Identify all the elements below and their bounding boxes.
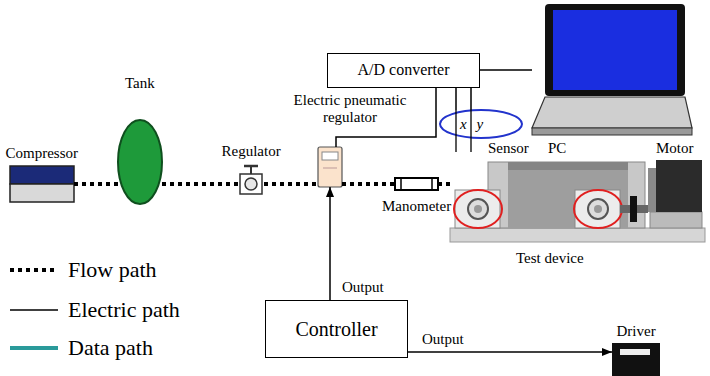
laptop-keyboard: [532, 97, 692, 128]
laptop-screen-frame: [545, 4, 685, 96]
flow-sample-line: [10, 268, 58, 272]
controller-box: Controller: [265, 300, 408, 358]
manometer-detail: [431, 178, 433, 190]
motor-stand: [650, 212, 702, 228]
device-lid: [508, 162, 628, 170]
highlight-ring: [454, 190, 502, 228]
shaft-end: [474, 205, 482, 213]
motor-flange: [648, 168, 656, 212]
device-label: Compressor: [6, 145, 79, 162]
ep-regulator-node: Electric pneumatic regulator: [318, 147, 342, 187]
pc-node: PC: [532, 4, 692, 135]
device-label: PC: [548, 140, 566, 157]
flow-path-line: [264, 182, 318, 186]
highlight-ring: [574, 190, 622, 228]
manometer-node: Manometer: [395, 178, 438, 190]
electric-path-line: [456, 88, 471, 110]
motor-body: [656, 160, 702, 212]
sensor-probe: [455, 110, 456, 152]
device-label: Manometer: [382, 198, 451, 215]
ep-regulator-detail: [323, 168, 337, 169]
compressor-base: [10, 184, 74, 202]
electric-sample-line: [10, 309, 58, 311]
laptop-icon: [532, 4, 692, 135]
bearing-symbol: [468, 199, 488, 219]
regulator-node: Regulator: [238, 164, 264, 196]
device-label: Tank: [125, 75, 155, 92]
bearing-symbol: [588, 199, 608, 219]
driver-icon: [612, 343, 660, 376]
device-label: Regulator: [222, 143, 281, 160]
tank-node: Tank: [118, 120, 162, 204]
device-label: Electric pneumatic regulator: [285, 92, 415, 126]
device-core: [508, 162, 628, 228]
ep-regulator-display: [322, 152, 338, 160]
arrow-head: [326, 187, 334, 197]
driver-display: [620, 349, 650, 355]
regulator-dial: [245, 178, 257, 190]
manometer-icon: [395, 178, 438, 190]
flow-path-line: [438, 182, 452, 186]
tank-icon: [118, 120, 162, 204]
driver-node: Driver: [612, 343, 660, 376]
motor-icon: [648, 160, 702, 228]
device-label: Driver: [617, 323, 656, 340]
legend-samples: [10, 270, 58, 348]
arrow-head: [602, 348, 612, 356]
legend-label: Electric path: [68, 297, 180, 323]
test-device-node: Test device: [452, 162, 648, 242]
ep-regulator-icon: [318, 147, 342, 187]
sensor-probe: [470, 110, 471, 152]
flow-path-line: [74, 182, 118, 186]
manometer-body: [395, 178, 438, 190]
legend-label: Data path: [68, 335, 153, 361]
compressor-motor: [10, 166, 74, 184]
regulator-knob: [244, 165, 258, 168]
device-label: Motor: [656, 140, 694, 157]
coupling: [630, 196, 637, 222]
electric-path-line: [329, 187, 331, 300]
device-label: Test device: [516, 250, 584, 267]
manometer-detail: [400, 178, 402, 190]
signal-label: Output: [342, 279, 384, 296]
box-text: Controller: [295, 318, 377, 341]
regulator-icon: [240, 166, 262, 194]
axis-label: x: [460, 116, 467, 133]
base-plate: [450, 228, 705, 242]
sensor-ring: [440, 110, 522, 138]
compressor-icon: [10, 166, 74, 202]
ep-regulator-body: [318, 147, 342, 187]
shaft-end: [594, 205, 602, 213]
driver-body: [612, 343, 660, 376]
axis-label: y: [477, 116, 484, 133]
signal-label: Output: [422, 331, 464, 348]
device-label: Sensor: [488, 140, 529, 157]
regulator-body: [240, 174, 262, 194]
flow-path-line: [162, 182, 238, 186]
electric-path-line: [408, 351, 612, 353]
laptop-front: [532, 128, 692, 135]
box-text: A/D converter: [358, 61, 450, 79]
converter-box: A/D converter: [327, 53, 480, 88]
legend-label: Flow path: [68, 257, 157, 283]
compressor-node: Compressor: [10, 166, 74, 202]
laptop-screen: [553, 10, 677, 90]
electric-path-line: [480, 69, 532, 71]
data-sample-line: [10, 346, 58, 350]
flow-path-line: [342, 182, 395, 186]
motor-node: Motor: [648, 160, 702, 228]
device-housing: [488, 162, 645, 228]
